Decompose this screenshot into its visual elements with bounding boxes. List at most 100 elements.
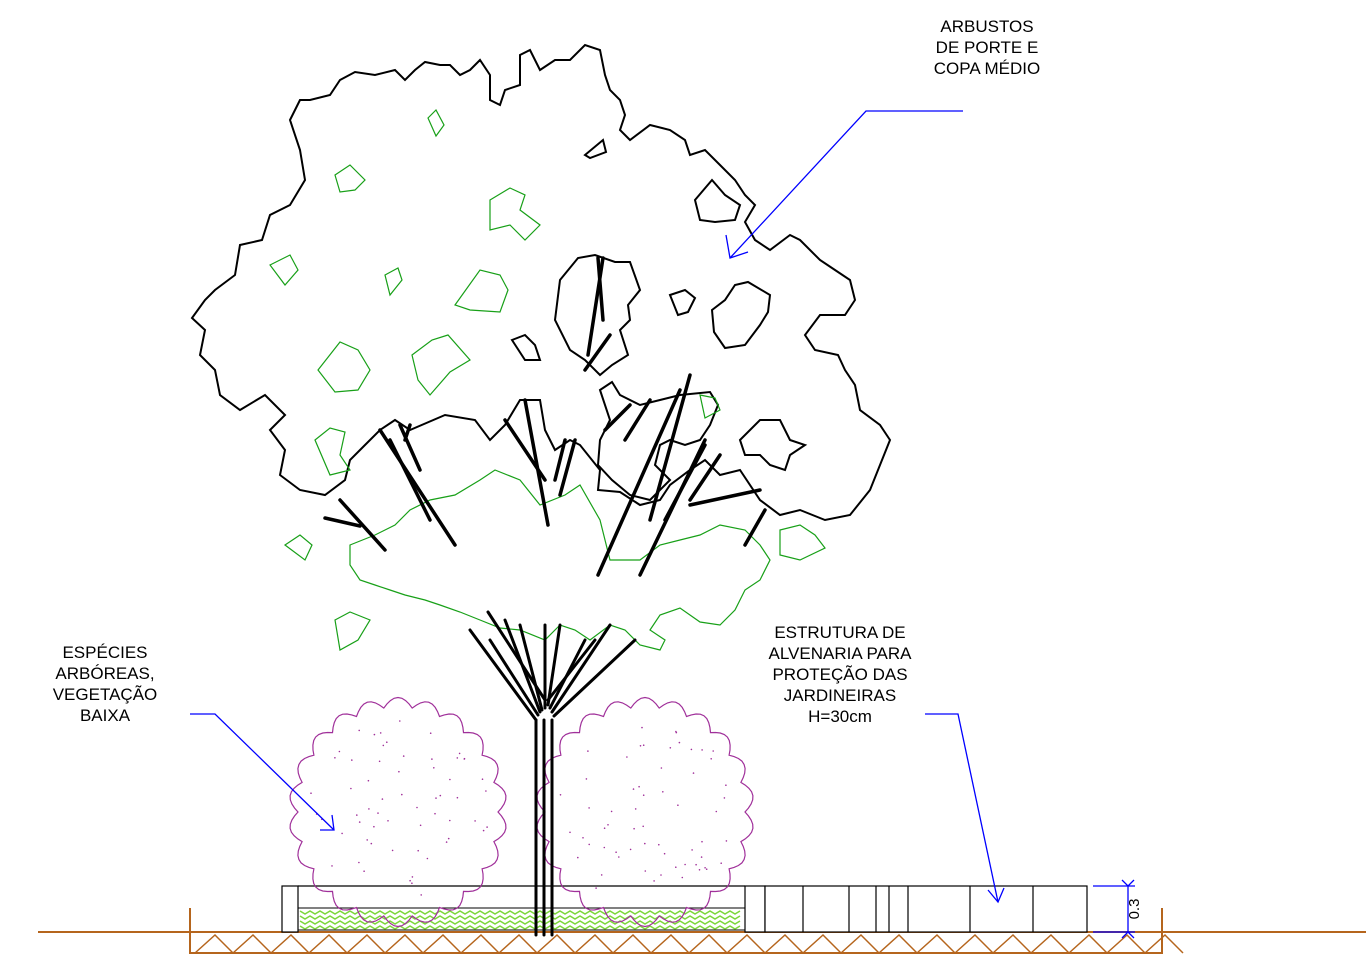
shrub-texture-dot xyxy=(403,755,405,757)
shrub-texture-dot xyxy=(684,864,686,866)
shrub-texture-dot xyxy=(638,786,640,788)
shrub-texture-dot xyxy=(633,788,635,790)
ground-hatch-mark xyxy=(765,935,803,953)
trees-low-label-line-3: VEGETAÇÃO xyxy=(20,684,190,705)
shrub-texture-dot xyxy=(474,820,476,822)
shrub-texture-dot xyxy=(664,853,666,855)
shrub-texture-dot xyxy=(431,758,433,760)
shrub-texture-dot xyxy=(383,745,385,747)
masonry-label-line-4: JARDINEIRAS xyxy=(745,685,935,706)
shrub-texture-dot xyxy=(635,808,637,810)
shrubs xyxy=(290,698,753,927)
shrub-texture-dot xyxy=(726,840,728,842)
shrub-texture-dot xyxy=(701,841,703,843)
shrub-texture-dot xyxy=(358,862,360,864)
shrubs-label: ARBUSTOS DE PORTE E COPA MÉDIO xyxy=(912,16,1062,79)
shrub-texture-dot xyxy=(679,742,681,744)
shrub-texture-dot xyxy=(412,876,414,878)
shrub-texture-dot xyxy=(433,767,435,769)
shrub-texture-dot xyxy=(366,839,368,841)
shrub-texture-dot xyxy=(582,837,584,839)
shrub-texture-dot xyxy=(411,882,413,884)
shrub-texture-dot xyxy=(644,843,646,845)
ground-hatch-mark xyxy=(1031,935,1069,953)
ground-hatch-mark xyxy=(575,935,613,953)
dimension-value: 0.3 xyxy=(1126,899,1143,920)
shrub-texture-dot xyxy=(449,820,451,822)
ground-hatch-mark xyxy=(309,935,347,953)
ground-hatch-mark xyxy=(385,935,423,953)
shrub-texture-dot xyxy=(704,867,706,869)
shrub-outline xyxy=(290,698,506,927)
shrub-texture-dot xyxy=(630,849,632,851)
shrub-texture-dot xyxy=(658,844,660,846)
shrub-texture-dot xyxy=(310,792,312,794)
shrub-texture-dot xyxy=(677,804,679,806)
shrub-texture-dot xyxy=(633,828,635,830)
shrub-texture-dot xyxy=(720,862,722,864)
shrub-texture-dot xyxy=(641,727,643,729)
ground-hatch-mark xyxy=(803,935,841,953)
trees-low-label-line-2: ARBÓREAS, xyxy=(20,663,190,684)
shrub-texture-dot xyxy=(448,838,450,840)
shrub-texture-dot xyxy=(401,794,403,796)
shrub-texture-dot xyxy=(420,825,422,827)
shrub-texture-dot xyxy=(363,870,365,872)
shrub-texture-dot xyxy=(712,750,714,752)
shrub-texture-dot xyxy=(331,865,333,867)
shrub-texture-dot xyxy=(399,720,401,722)
ground-hatch-mark xyxy=(1107,935,1145,953)
ground-hatch-mark xyxy=(271,935,309,953)
shrub-texture-dot xyxy=(457,797,459,799)
ground-hatch-mark xyxy=(689,935,727,953)
shrub-texture-dot xyxy=(560,794,562,796)
shrub-texture-dot xyxy=(618,856,620,858)
shrub-texture-dot xyxy=(701,749,703,751)
ground-hatch-mark xyxy=(651,935,689,953)
ground-hatch-mark xyxy=(879,935,917,953)
ground-hatch-mark xyxy=(841,935,879,953)
ground-hatch-mark xyxy=(1069,935,1107,953)
ground-hatch-mark xyxy=(423,935,461,953)
shrubs-label-line-2: DE PORTE E xyxy=(912,37,1062,58)
ground-hatch-mark xyxy=(1145,935,1183,953)
shrub-texture-dot xyxy=(409,880,411,882)
shrub-texture-dot xyxy=(626,756,628,758)
shrub-texture-dot xyxy=(379,761,381,763)
shrub-texture-dot xyxy=(483,830,485,832)
shrub-texture-dot xyxy=(661,767,663,769)
shrub-texture-dot xyxy=(586,778,588,780)
shrub-texture-dot xyxy=(427,858,429,860)
ground-hatch-mark xyxy=(993,935,1031,953)
shrub-texture-dot xyxy=(643,794,645,796)
shrub-texture-dot xyxy=(569,832,571,834)
shrub-texture-dot xyxy=(459,753,461,755)
shrub-texture-dot xyxy=(642,826,644,828)
shrub-texture-dot xyxy=(482,778,484,780)
planting-bed xyxy=(298,908,745,930)
shrub-texture-dot xyxy=(662,791,664,793)
shrub-texture-dot xyxy=(356,814,358,816)
shrub-texture-dot xyxy=(706,868,708,870)
shrub-texture-dot xyxy=(676,732,678,734)
shrub-texture-dot xyxy=(358,730,360,732)
ground-hatch-mark xyxy=(955,935,993,953)
shrub-texture-dot xyxy=(368,780,370,782)
shrub-texture-dot xyxy=(601,874,603,876)
shrub-texture-dot xyxy=(386,741,388,743)
shrub-texture-dot xyxy=(643,744,645,746)
shrub-texture-dot xyxy=(373,826,375,828)
shrub-texture-dot xyxy=(434,813,436,815)
ground-hatch-mark xyxy=(917,935,955,953)
shrub-texture-dot xyxy=(339,751,341,753)
shrub-texture-dot xyxy=(640,745,642,747)
ground-hatch-mark xyxy=(461,935,499,953)
ground-hatch-mark xyxy=(613,935,651,953)
shrub-texture-dot xyxy=(398,771,400,773)
shrub-texture-dot xyxy=(615,851,617,853)
shrub-texture-dot xyxy=(371,843,373,845)
shrub-texture-dot xyxy=(420,894,422,896)
shrub-texture-dot xyxy=(368,808,370,810)
shrub-texture-dot xyxy=(660,874,662,876)
shrub-texture-dot xyxy=(382,798,384,800)
